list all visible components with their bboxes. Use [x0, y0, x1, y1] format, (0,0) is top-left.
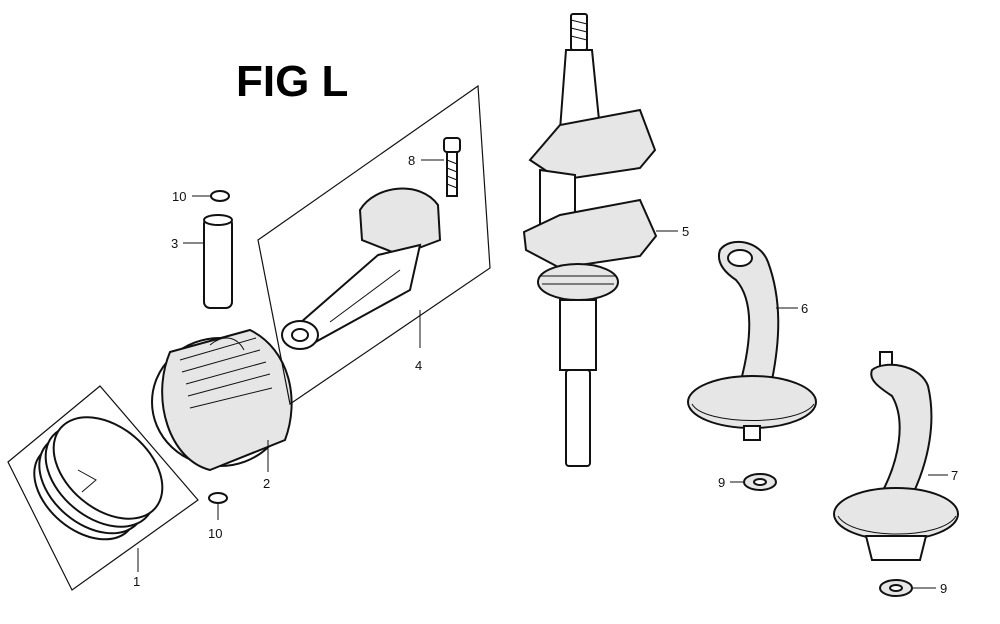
pin-clip-bottom: 10	[208, 492, 228, 541]
callout-pin-clip-top: 10	[172, 189, 186, 204]
callout-washer-a: 9	[718, 475, 725, 490]
piston: 2	[151, 328, 293, 491]
callout-rod-bolt: 8	[408, 153, 415, 168]
washer-a: 9	[718, 473, 777, 491]
piston-pin: 3	[171, 214, 233, 309]
connecting-rod-group: 4	[257, 84, 491, 406]
piston-rings-group: 1	[7, 385, 199, 591]
connecting-rod	[281, 187, 442, 350]
callout-crankshaft: 5	[682, 224, 689, 239]
callout-piston-pin: 3	[171, 236, 178, 251]
piston-rings-box	[7, 385, 199, 591]
connecting-rod-box	[257, 84, 491, 406]
rod-bolt: 8	[408, 137, 461, 197]
washer-b: 9	[879, 579, 947, 597]
crankshaft: 5	[522, 13, 689, 467]
piston-ring-set	[33, 416, 164, 541]
callout-connecting-rod: 4	[415, 358, 422, 373]
callout-piston: 2	[263, 476, 270, 491]
pin-clip-top: 10	[172, 189, 230, 204]
callout-piston-rings: 1	[133, 574, 140, 589]
callout-counterweight-b: 7	[951, 468, 958, 483]
callout-counterweight-a: 6	[801, 301, 808, 316]
counterweight-b: 7	[833, 351, 959, 561]
counterweight-a: 6	[687, 241, 817, 441]
figure-title: FIG L	[236, 57, 348, 106]
callout-pin-clip-bottom: 10	[208, 526, 222, 541]
callout-washer-b: 9	[940, 581, 947, 596]
